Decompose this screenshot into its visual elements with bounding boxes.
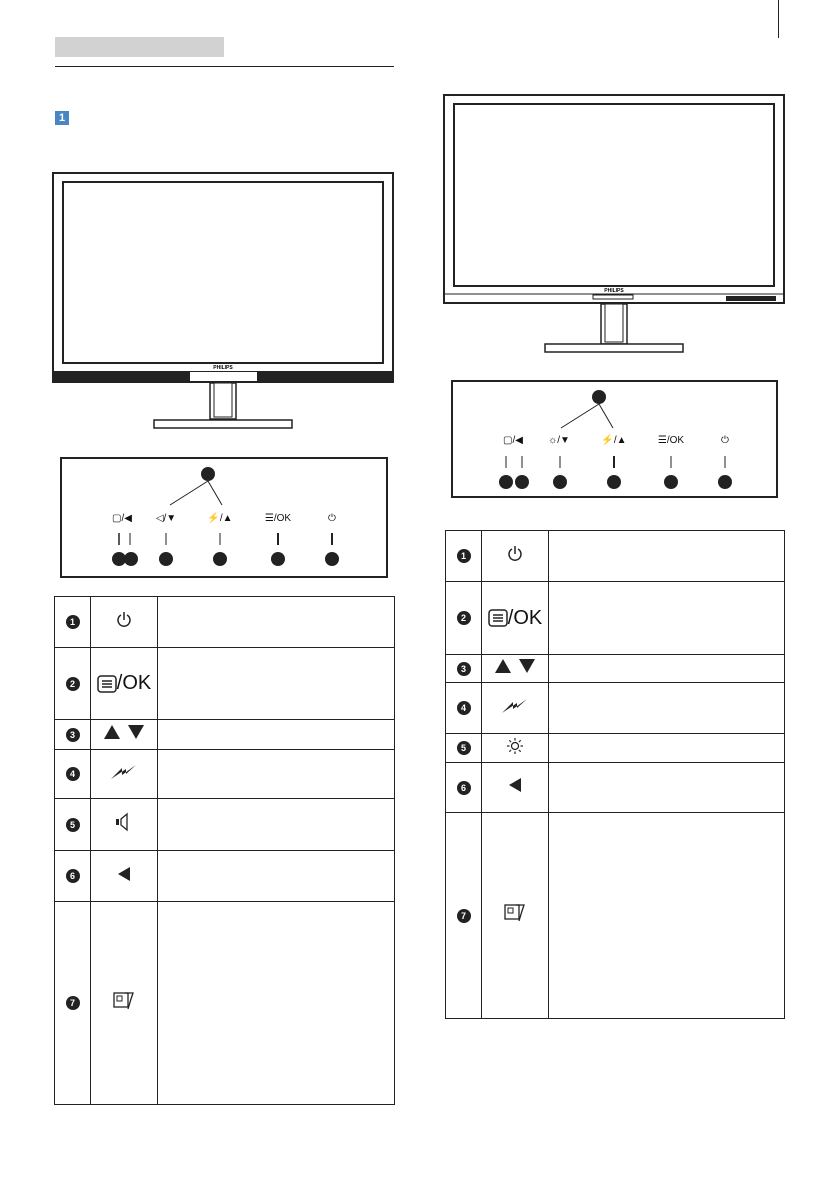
menu-icon — [97, 674, 117, 693]
row-number: 1 — [456, 549, 471, 563]
row-number: 1 — [65, 615, 80, 629]
menu-icon — [488, 609, 508, 627]
button-lines — [505, 456, 726, 468]
row-number: 2 — [65, 676, 80, 691]
row-number: 7 — [65, 996, 80, 1010]
button-dot — [718, 475, 732, 489]
left-key-table: 1 2 /OK 3 4 5 6 — [54, 596, 395, 1105]
row-number: 7 — [456, 908, 471, 923]
label-menu-ok: ☰/OK — [657, 435, 685, 446]
header-rule — [55, 66, 394, 67]
table-row: 6 — [54, 850, 395, 902]
table-row: 4 — [54, 749, 395, 799]
callout-lines — [169, 480, 223, 506]
left-monitor-brand: PHILIPS — [213, 365, 233, 371]
up-down-icon — [495, 659, 535, 673]
ok-label: /OK — [507, 606, 543, 629]
right-button-panel: ▢/◀ ☼/▼ ⚡/▲ ☰/OK ⏻ — [451, 380, 778, 498]
label-brightness-down: ☼/▼ — [548, 435, 570, 446]
label-menu-ok: ☰/OK — [264, 513, 292, 524]
label-smart-up: ⚡/▲ — [601, 435, 627, 446]
table-row: 3 — [445, 654, 785, 683]
smartimage-icon — [111, 764, 136, 779]
right-key-table: 1 2 /OK 3 4 5 6 — [445, 530, 785, 1019]
button-dot — [112, 552, 126, 566]
button-dot — [515, 475, 529, 489]
table-row: 7 — [445, 812, 785, 1019]
table-row: 1 — [54, 596, 395, 648]
label-volume-down: ◁/▼ — [155, 513, 177, 524]
back-icon — [118, 866, 130, 881]
row-number: 5 — [65, 817, 80, 832]
speaker-icon — [116, 812, 128, 832]
button-dot — [499, 475, 513, 489]
input-source-icon — [504, 904, 525, 922]
button-dot — [325, 552, 339, 566]
up-down-icon — [104, 725, 144, 739]
section-header-bar — [55, 37, 224, 57]
label-power: ⏻ — [721, 435, 729, 446]
row-number: 6 — [65, 869, 80, 883]
label-smart-up: ⚡/▲ — [207, 513, 233, 524]
row-number: 6 — [456, 780, 471, 795]
label-input-back: ▢/◀ — [503, 435, 523, 446]
button-dot — [553, 475, 567, 489]
table-row: 4 — [445, 682, 785, 734]
power-icon — [117, 611, 131, 627]
row-number: 3 — [65, 727, 80, 742]
section-number-badge: 1 — [55, 111, 69, 125]
row-number: 5 — [456, 741, 471, 755]
table-row: 6 — [445, 762, 785, 813]
button-dot — [159, 552, 173, 566]
ok-label: /OK — [116, 672, 152, 694]
button-dot — [607, 475, 621, 489]
callout-dot-smart-vol — [201, 467, 215, 481]
left-button-panel: ▢/◀ ◁/▼ ⚡/▲ ☰/OK ⏻ — [60, 457, 388, 578]
table-row: 5 — [54, 798, 395, 851]
row-number: 2 — [456, 611, 471, 625]
input-source-icon — [113, 991, 134, 1009]
button-dot — [124, 552, 138, 566]
left-monitor-illustration: PHILIPS — [52, 172, 394, 429]
right-monitor-illustration: PHILIPS — [443, 94, 785, 353]
label-power: ⏻ — [328, 513, 336, 524]
button-lines — [118, 533, 333, 545]
brightness-icon — [507, 737, 523, 754]
table-row: 2 /OK — [54, 647, 395, 720]
table-row: 1 — [445, 530, 785, 582]
back-icon — [509, 778, 521, 792]
row-number: 3 — [456, 661, 471, 676]
page-edge-rule — [778, 0, 779, 38]
row-number: 4 — [65, 767, 80, 781]
power-icon — [508, 545, 522, 561]
table-row: 3 — [54, 719, 395, 750]
table-row: 2 /OK — [445, 581, 785, 655]
table-row: 5 — [445, 733, 785, 763]
button-dot — [213, 552, 227, 566]
row-number: 4 — [456, 701, 471, 715]
button-dot — [664, 475, 678, 489]
label-input-back: ▢/◀ — [112, 513, 132, 524]
callout-lines — [560, 403, 614, 429]
table-row: 7 — [54, 901, 395, 1105]
callout-dot-smart-bright — [592, 390, 606, 404]
smartimage-icon — [502, 698, 527, 713]
button-dot — [271, 552, 285, 566]
right-monitor-brand: PHILIPS — [604, 288, 624, 294]
